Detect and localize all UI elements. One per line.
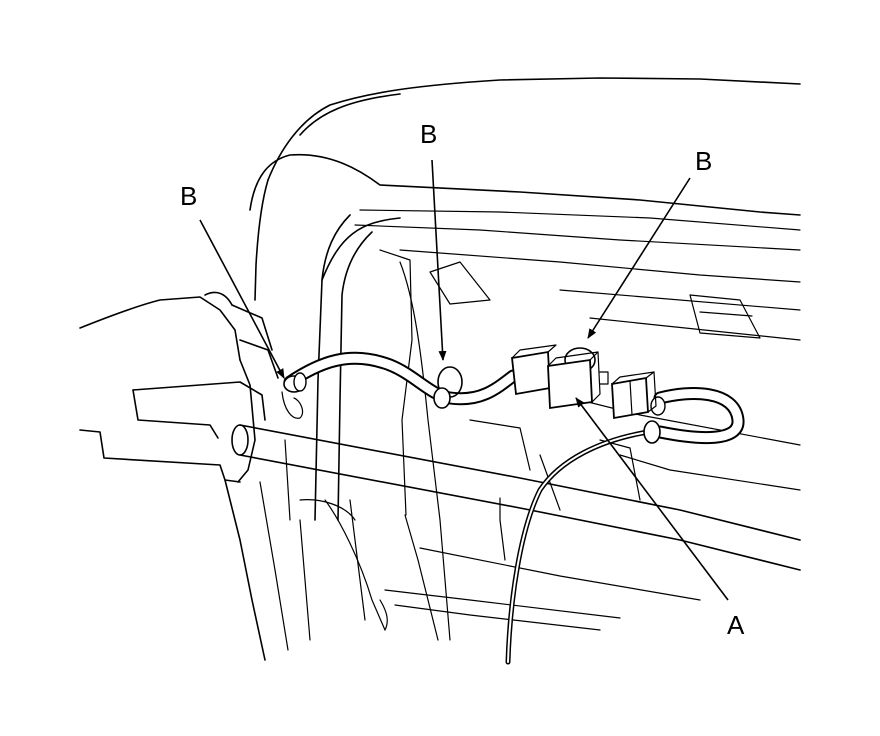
callout-connector: A	[727, 610, 745, 640]
connector-a	[511, 344, 657, 420]
cable-clip	[643, 396, 666, 444]
dashboard-panel	[249, 77, 801, 341]
leader-clip-left	[199, 219, 285, 379]
leader-clip-center	[431, 159, 447, 361]
harness-clip-center	[433, 366, 463, 409]
callout-clip-left: B	[180, 181, 197, 211]
callout-clip-center: B	[420, 119, 437, 149]
leader-clip-right	[587, 177, 691, 339]
harness-clip-left	[281, 372, 307, 419]
frame-members	[299, 214, 621, 641]
leader-connector	[575, 397, 729, 601]
leader-lines	[199, 159, 729, 601]
left-bracket	[79, 291, 291, 661]
wire-harness	[283, 351, 745, 665]
callout-clip-right: B	[695, 146, 712, 176]
cross-bar	[231, 424, 801, 601]
